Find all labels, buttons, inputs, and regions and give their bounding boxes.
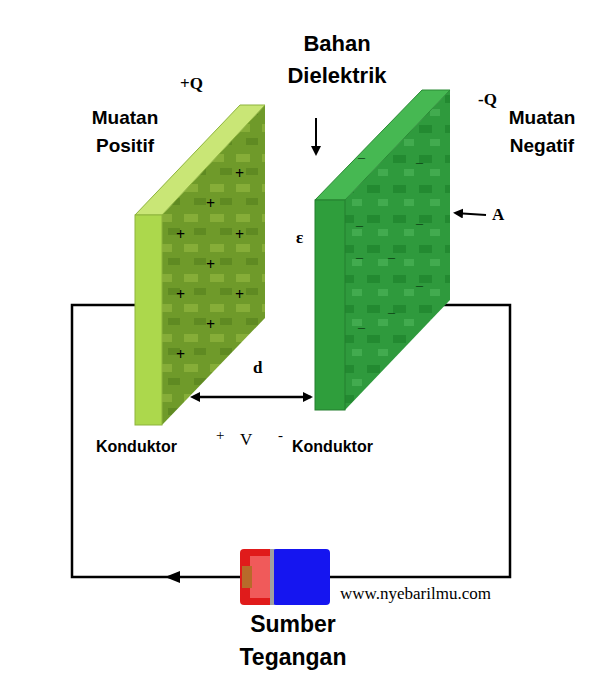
pointer-arrow xyxy=(315,118,317,154)
symbol-label: ε xyxy=(296,228,303,248)
battery-symbol xyxy=(240,549,330,605)
charge-sign: – xyxy=(416,216,423,233)
symbol-label: d xyxy=(253,358,262,378)
charge-sign: – xyxy=(388,250,395,267)
part-label: Konduktor xyxy=(292,435,373,458)
charge-sign: – xyxy=(358,150,365,167)
symbol-label: V xyxy=(240,430,252,450)
charge-sign: + xyxy=(206,194,215,213)
charge-label: -Q xyxy=(478,90,497,110)
charge-sign: – xyxy=(416,278,423,295)
part-label: Konduktor xyxy=(96,435,177,458)
polarity-label: + xyxy=(216,426,224,444)
symbol-label: A xyxy=(492,205,504,225)
pointer-arrow xyxy=(455,213,486,215)
part-label: Sumber Tegangan xyxy=(218,608,368,675)
charge-sign: + xyxy=(176,345,185,364)
charge-sign: + xyxy=(176,285,185,304)
part-label: Muatan Negatif xyxy=(490,104,594,159)
current-arrow xyxy=(165,571,180,583)
charge-label: +Q xyxy=(180,74,203,94)
charge-sign: + xyxy=(235,225,244,244)
charge-sign: + xyxy=(206,315,215,334)
positive-plate xyxy=(135,105,265,425)
charge-sign: – xyxy=(388,305,395,322)
polarity-label: - xyxy=(278,426,283,444)
charge-sign: + xyxy=(235,285,244,304)
charge-sign: + xyxy=(206,255,215,274)
title-label: Bahan Dielektrik xyxy=(272,28,402,92)
negative-plate xyxy=(315,90,450,410)
charge-sign: – xyxy=(356,218,363,235)
part-label: Muatan Positif xyxy=(70,104,180,159)
charge-sign: + xyxy=(235,164,244,183)
distance-arrow xyxy=(198,396,311,399)
charge-sign: + xyxy=(176,225,185,244)
watermark: www.nyebarilmu.com xyxy=(340,584,491,604)
charge-sign: – xyxy=(358,320,365,337)
charge-sign: – xyxy=(356,250,363,267)
charge-sign: – xyxy=(416,155,423,172)
